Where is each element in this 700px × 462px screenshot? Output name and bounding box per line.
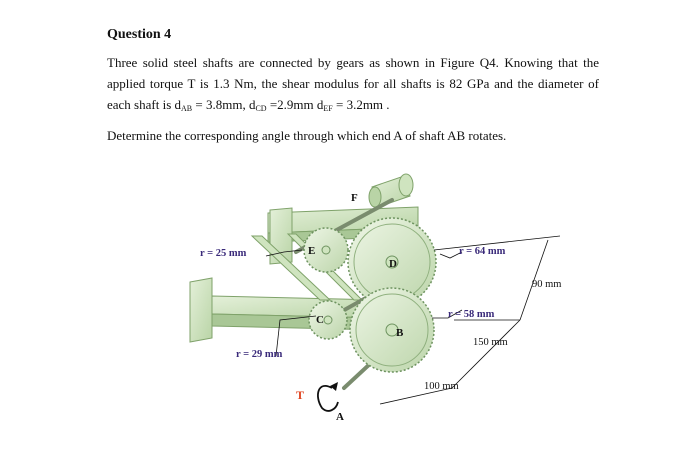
point-label-e: E	[308, 245, 315, 257]
diameter-ef-value: = 3.2mm .	[332, 97, 390, 112]
point-label-f: F	[351, 192, 358, 204]
gear-c	[308, 300, 348, 340]
gear-b	[349, 287, 435, 373]
subscript-ab: AB	[181, 104, 193, 113]
point-label-d: D	[389, 258, 397, 270]
point-label-c: C	[316, 314, 324, 326]
radius-label-e: r = 25 mm	[200, 248, 247, 259]
point-label-b: B	[396, 327, 404, 339]
dimension-label-150: 150 mm	[473, 337, 508, 348]
radius-label-b: r = 58 mm	[448, 309, 495, 320]
statement-text: Three solid steel shafts are connected b…	[107, 55, 599, 112]
question-title: Question 4	[107, 27, 172, 42]
radius-label-c: r = 29 mm	[236, 349, 283, 360]
radius-label-d: r = 64 mm	[459, 246, 506, 257]
dimension-label-100: 100 mm	[424, 381, 459, 392]
diameter-ab-value: = 3.8mm, d	[192, 97, 256, 112]
bearing-f	[368, 173, 414, 208]
problem-statement: Three solid steel shafts are connected b…	[107, 52, 599, 119]
diameter-cd-value: =2.9mm d	[266, 97, 324, 112]
subscript-ef: EF	[323, 104, 333, 113]
torque-arrow	[317, 385, 339, 412]
leader-lines	[265, 249, 463, 357]
gear-e	[303, 227, 349, 273]
problem-task: Determine the corresponding angle throug…	[107, 128, 507, 143]
dimension-lines	[379, 235, 561, 405]
point-label-a: A	[336, 411, 344, 423]
dimension-label-90: 90 mm	[532, 279, 561, 290]
subscript-cd: CD	[255, 104, 267, 113]
torque-label-t: T	[296, 388, 304, 402]
torque-arrowhead	[330, 382, 338, 391]
